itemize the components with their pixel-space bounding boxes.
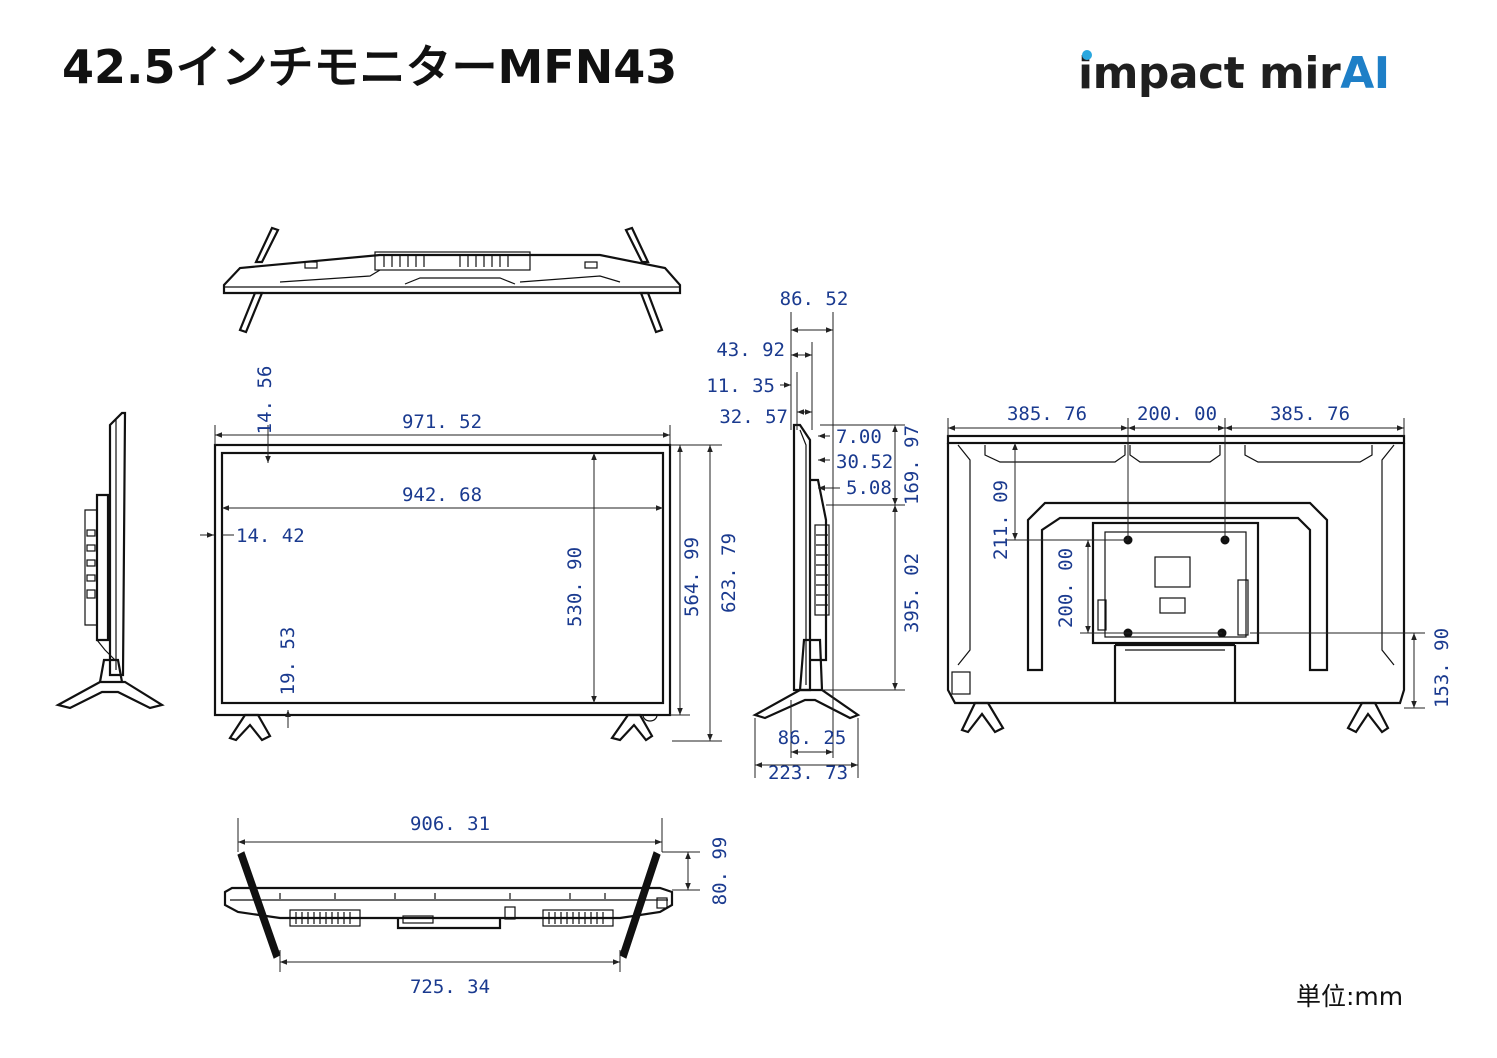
- dim-side-d3: 32. 57: [719, 406, 788, 428]
- right-side-dimensions: 86. 52 43. 92 11. 35 32. 57 7.00 30.52 5…: [706, 288, 923, 784]
- dim-rear-mid: 200. 00: [1137, 403, 1217, 425]
- dim-side-depth: 86. 52: [780, 288, 849, 310]
- logo-accent-text: AI: [1340, 48, 1390, 99]
- dim-front-side-bezel: 14. 42: [236, 525, 305, 547]
- dim-side-upper-height: 169. 97: [901, 425, 923, 505]
- dim-front-width: 971. 52: [402, 411, 482, 433]
- dim-rear-vesa-v: 200. 00: [1055, 548, 1077, 628]
- page-title: 42.5インチモニターMFN43: [62, 40, 678, 94]
- dim-rear-right: 385. 76: [1270, 403, 1350, 425]
- left-side-view-drawing: [55, 411, 165, 710]
- bottom-view-drawing: [223, 851, 674, 959]
- dim-side-d2: 11. 35: [706, 375, 775, 397]
- top-view-drawing: [222, 226, 682, 334]
- logo-main-text: impact mir: [1078, 48, 1341, 99]
- unit-label: 単位:mm: [1296, 982, 1404, 1011]
- dim-bottom-stand-span: 906. 31: [410, 813, 490, 835]
- dim-rear-bottom-h: 153. 90: [1431, 628, 1453, 708]
- dim-front-body-height: 564. 99: [681, 537, 703, 617]
- dim-rear-left: 385. 76: [1007, 403, 1087, 425]
- dim-side-d6: 5.08: [846, 477, 892, 499]
- dim-side-d4: 7.00: [836, 426, 882, 448]
- bottom-view-dimensions: 906. 31 725. 34 80. 99: [237, 813, 731, 998]
- dim-front-screen-height: 530. 90: [564, 547, 586, 627]
- dim-side-lower-height: 395. 02: [901, 553, 923, 633]
- dim-side-d5: 30.52: [836, 451, 893, 473]
- rear-view-drawing: [946, 434, 1406, 734]
- dim-front-bottom-bezel: 19. 53: [277, 627, 299, 696]
- dim-front-screen-width: 942. 68: [402, 484, 482, 506]
- dim-bottom-inner-span: 725. 34: [410, 976, 490, 998]
- brand-logo: impact mirAI: [1078, 50, 1390, 96]
- rear-view-dimensions: 385. 76 200. 00 385. 76 211. 09 200. 00 …: [947, 403, 1453, 709]
- dim-side-stand-depth: 86. 25: [778, 727, 847, 749]
- front-view-dimensions: 971. 52 942. 68 14. 56 14. 42 19. 53 530…: [200, 366, 740, 742]
- front-view-drawing: [213, 443, 672, 742]
- dim-rear-vesa-top: 211. 09: [990, 480, 1012, 560]
- logo-dot-icon: [1082, 50, 1092, 60]
- right-side-view-drawing: [752, 423, 861, 720]
- dim-bottom-stand-depth: 80. 99: [709, 837, 731, 906]
- dim-front-total-height: 623. 79: [718, 533, 740, 613]
- dim-side-d1: 43. 92: [716, 339, 785, 361]
- dim-side-stand-width: 223. 73: [768, 762, 848, 784]
- dim-front-top-bezel: 14. 56: [254, 366, 276, 435]
